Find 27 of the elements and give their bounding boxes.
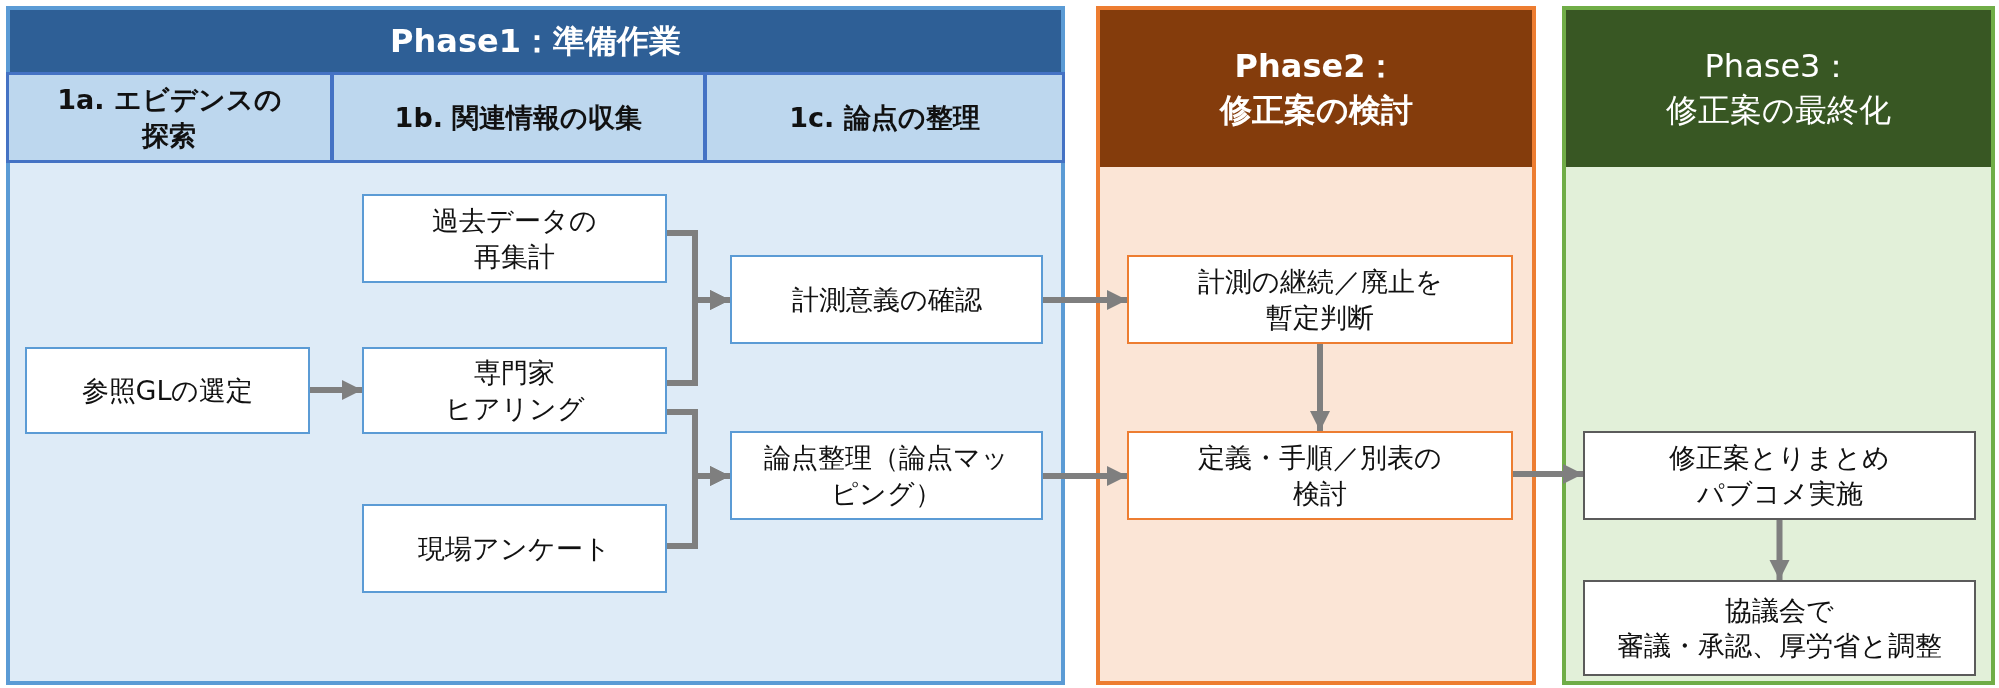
arrow	[1513, 464, 1583, 484]
phase-header: Phase2：修正案の検討	[1100, 10, 1532, 167]
phase-panel	[1096, 6, 1536, 685]
process-box: 計測の継続／廃止を暫定判断	[1127, 255, 1513, 344]
process-box: 協議会で審議・承認、厚労省と調整	[1583, 580, 1976, 676]
process-box: 定義・手順／別表の検討	[1127, 431, 1513, 520]
arrow	[667, 466, 730, 549]
process-box: 修正案とりまとめパブコメ実施	[1583, 431, 1976, 520]
phase-header: Phase3：修正案の最終化	[1566, 10, 1991, 167]
phase-panel	[6, 6, 1065, 685]
column-header: 1a. エビデンスの探索	[6, 72, 333, 163]
column-header: 1b. 関連情報の収集	[331, 72, 706, 163]
arrow	[310, 380, 362, 400]
arrow	[1043, 466, 1127, 486]
phase-panel	[1562, 6, 1995, 685]
process-box: 計測意義の確認	[730, 255, 1043, 344]
column-header: 1c. 論点の整理	[704, 72, 1065, 163]
process-box: 論点整理（論点マッピング）	[730, 431, 1043, 520]
arrow	[1310, 344, 1330, 431]
process-box: 参照GLの選定	[25, 347, 310, 434]
process-box: 現場アンケート	[362, 504, 667, 593]
arrow	[1043, 290, 1127, 310]
process-box: 過去データの再集計	[362, 194, 667, 283]
arrow	[667, 290, 730, 386]
process-box: 専門家ヒアリング	[362, 347, 667, 434]
arrow	[1769, 520, 1790, 580]
phase-header: Phase1：準備作業	[10, 10, 1061, 74]
